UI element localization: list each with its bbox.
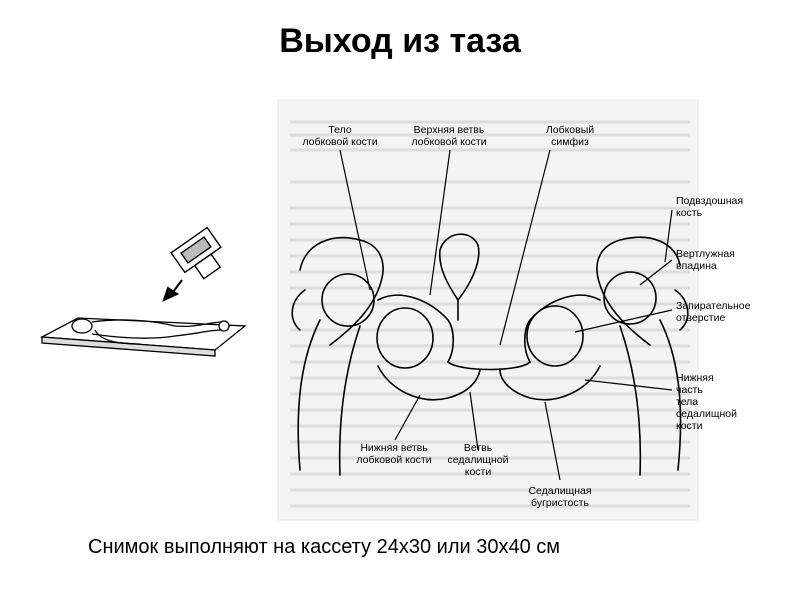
label-acetabulum: Вертлужная впадина [676, 248, 735, 272]
label-pubic-body: Тело лобковой кости [302, 124, 378, 148]
patient-on-table-illustration [39, 317, 247, 357]
label-inferior-pubic-ramus: Нижняя ветвь лобковой кости [356, 442, 432, 466]
xray-tube-illustration [170, 226, 222, 280]
label-obturator-foramen: Запирательное отверстие [676, 300, 751, 324]
leader-lines [339, 149, 673, 481]
cassette-size-caption: Снимок выполняют на кассету 24х30 или 30… [88, 536, 561, 558]
slide-title: Выход из таза [279, 22, 521, 60]
label-ischial-tuberosity: Седалищная бугристость [528, 485, 592, 509]
scan-background [277, 99, 699, 521]
beam-arrow-icon [162, 279, 183, 302]
label-superior-pubic-ramus: Верхняя ветвь лобковой кости [411, 124, 487, 148]
label-pubic-symphysis: Лобковый симфиз [545, 124, 595, 148]
label-ischium-lower-body: Нижняя часть тела седалищной кости [676, 372, 737, 432]
pelvis-bones [291, 233, 689, 476]
label-ischial-ramus: Ветвь седалищной кости [447, 442, 509, 478]
label-ilium: Подвздошная кость [676, 195, 744, 219]
